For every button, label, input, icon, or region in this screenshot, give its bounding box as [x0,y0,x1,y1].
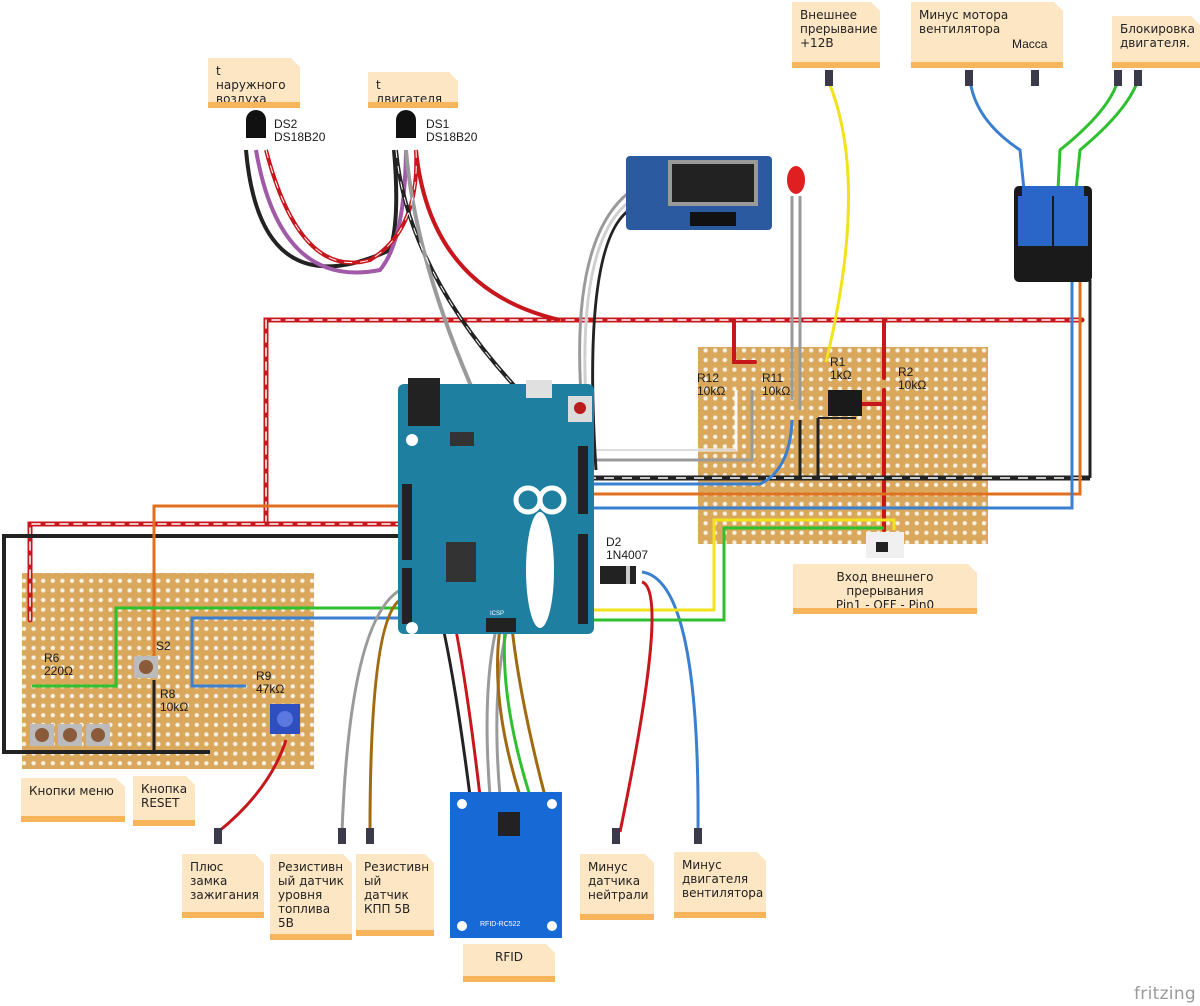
label-icsp: ICSP [490,611,505,617]
d2-model: 1N4007 [606,548,649,562]
r12-ref: R12 [697,371,720,385]
label-ground: Масса [1012,37,1048,51]
optocoupler [828,390,862,416]
arduino-leonardo[interactable] [398,378,594,634]
ds2-model: DS18B20 [274,130,326,144]
note-outside-temp: t наружного воздуха [208,58,300,108]
note-gearbox-sensor: Резистивн ый датчик КПП 5В [356,854,434,936]
fritzing-logo: fritzing [1134,984,1196,1004]
reset-button-s2[interactable] [134,656,158,678]
note-ignition-plus: Плюс замка зажигания [182,854,264,918]
note-interrupt-input: Вход внешнего прерывания Pin1 - OFF - Pi… [793,564,977,614]
label-rfid-board: RFID-RC522 [480,921,521,928]
r6-value: 220Ω [44,664,73,678]
red-led [787,166,805,194]
wire-blue[interactable] [190,79,1074,833]
ds1-sensor [396,110,416,138]
r2-value: 10kΩ [898,378,927,392]
r9-ref: R9 [256,669,272,683]
note-fan-motor-minus: Минус мотора вентилятора [911,2,1063,68]
wire-green[interactable] [32,79,1140,688]
ds1-ref: DS1 [426,117,450,131]
note-rfid: RFID [463,944,555,982]
stripboard-right [698,347,988,544]
r2-ref: R2 [898,365,914,379]
note-engine-temp: t двигателя [368,72,458,108]
potentiometer[interactable] [270,704,300,734]
oled-display [626,156,772,230]
r9-value: 47kΩ [256,682,285,696]
r1-value: 1kΩ [830,368,852,382]
note-engine-lock: Блокировка двигателя. [1112,16,1200,68]
ds2-sensor [246,110,266,138]
r6-ref: R6 [44,651,60,665]
note-fan-engine-minus: Минус двигателя вентилятора [674,852,766,918]
r8-value: 10kΩ [160,700,189,714]
note-fuel-sensor: Резистивн ый датчик уровня топлива 5В [270,854,352,940]
rfid-board [450,792,562,938]
menu-buttons[interactable] [30,724,110,746]
note-neutral-sensor-minus: Минус датчика нейтрали [580,854,654,920]
note-menu-buttons: Кнопки меню [21,778,125,822]
diode-d2 [600,566,636,584]
d2-ref: D2 [606,535,622,549]
ds1-model: DS18B20 [426,130,478,144]
wire-gnd[interactable] [2,280,1092,754]
label-s2: S2 [156,639,171,653]
connectors [214,70,1142,844]
r11-ref: R11 [762,371,784,385]
wire-yellow[interactable] [586,79,896,612]
ds2-ref: DS2 [274,117,298,131]
r11-value: 10kΩ [762,384,791,398]
relay-module [1014,186,1092,282]
r1-ref: R1 [830,355,846,369]
wire-5v-rail[interactable] [27,317,1085,623]
note-reset-button: Кнопка RESET [133,776,195,826]
r12-value: 10kΩ [697,384,726,398]
reset-button[interactable] [574,402,586,414]
note-ext-interrupt: Внешнее прерывание +12В [792,2,880,68]
slide-switch[interactable] [866,532,904,558]
label-arduino-name: LEONARDO [514,560,525,633]
r8-ref: R8 [160,687,176,701]
